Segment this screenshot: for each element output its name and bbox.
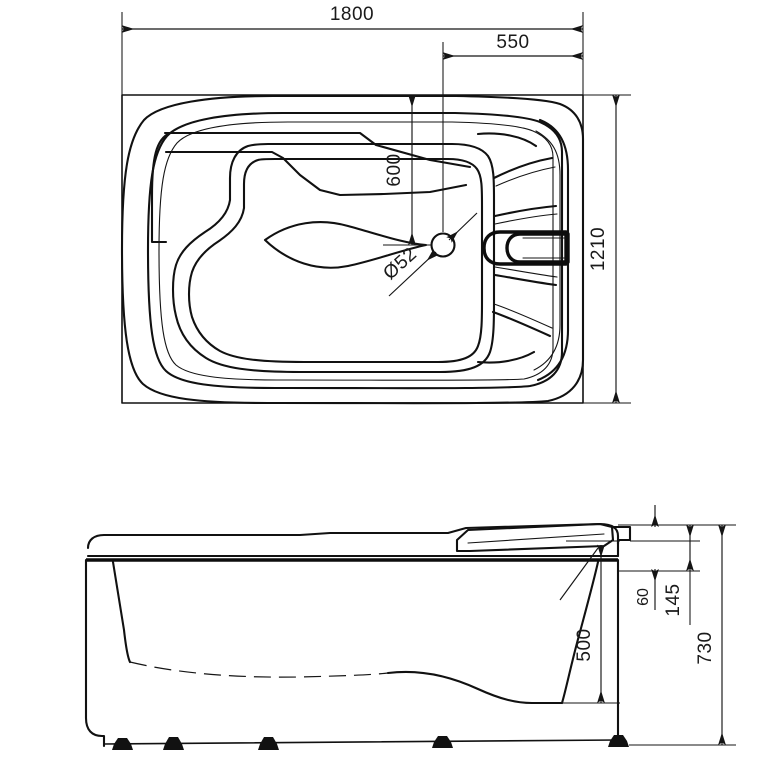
plan-shelf-edge-upper — [163, 131, 472, 169]
plan-rim-inner-contour — [146, 111, 564, 390]
plan-outer-rectangle — [121, 94, 584, 404]
side-rim-top-profile — [86, 522, 620, 550]
plan-headrest-bar-highlight — [522, 237, 567, 259]
side-feet-group — [112, 735, 629, 750]
plan-headrest-bar — [505, 232, 570, 264]
side-rim-step-right — [610, 525, 632, 558]
side-body-left-wall — [84, 558, 106, 748]
side-basin-floor-contour — [386, 670, 564, 705]
side-basin-right-wall — [560, 560, 600, 705]
side-view: 500 60 145 730 — [84, 505, 736, 750]
leader-d52-lower — [388, 249, 439, 297]
plan-shelf-edge-lower — [164, 150, 468, 197]
plan-upper-left-shelf — [150, 131, 172, 244]
dim-label-550: 550 — [496, 32, 529, 53]
dim-label-600: 600 — [384, 153, 405, 186]
dim-label-60: 60 — [635, 588, 652, 606]
plan-rim-third-contour — [158, 121, 554, 381]
side-ledge-plate-edge — [467, 533, 605, 544]
dim-label-730: 730 — [695, 631, 716, 664]
plan-basin-contour — [171, 142, 496, 374]
side-body-bottom-edge — [103, 739, 619, 745]
foot-5 — [608, 735, 629, 747]
side-interior-apron-left — [111, 560, 132, 664]
plan-basin-inner-contour — [187, 157, 484, 364]
dim-label-d52: Ø52 — [379, 244, 421, 285]
dim-label-500: 500 — [574, 628, 595, 661]
foot-1 — [112, 738, 133, 750]
foot-3 — [258, 737, 279, 750]
leader-500 — [559, 547, 599, 601]
plan-view: 1800 550 600 1210 Ø52 — [120, 4, 631, 405]
plan-headrest-pillow — [482, 230, 568, 266]
leader-d52-upper — [446, 212, 478, 243]
dim-label-145: 145 — [663, 583, 684, 616]
side-interior-bottom-hidden — [129, 661, 389, 678]
dim-label-1800: 1800 — [330, 4, 374, 25]
dim-label-1210: 1210 — [588, 227, 609, 271]
foot-4 — [432, 736, 453, 748]
plan-body-outer-contour — [120, 94, 585, 405]
side-interior-ledge-plate — [455, 522, 615, 553]
foot-2 — [163, 737, 184, 750]
